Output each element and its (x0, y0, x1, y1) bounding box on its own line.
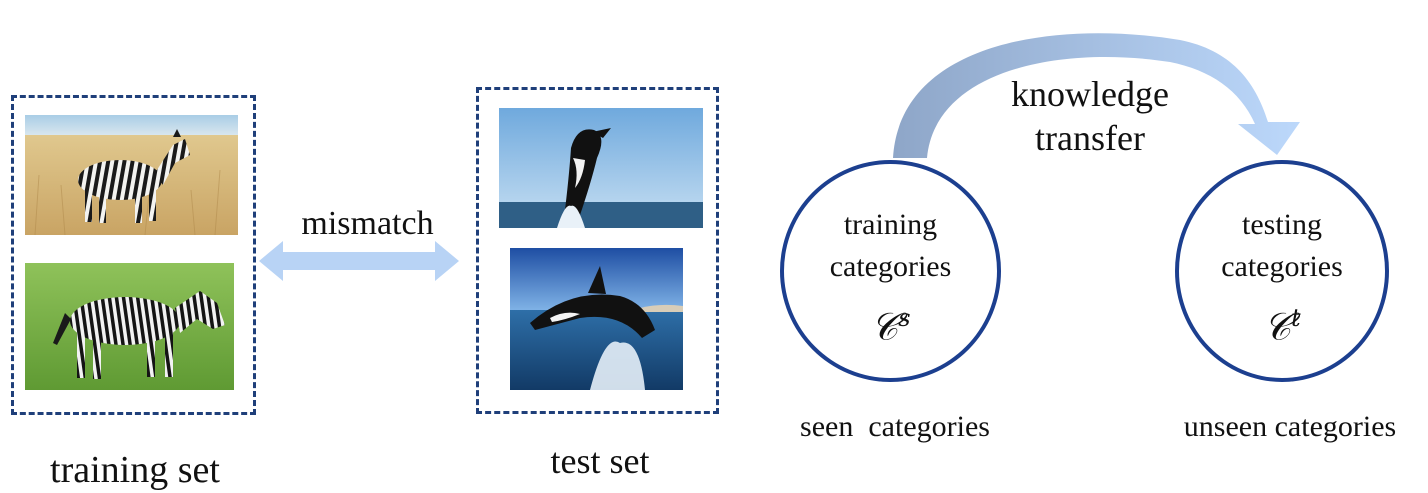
knowledge-transfer-label: knowledge transfer (990, 72, 1190, 160)
mismatch-label: mismatch (301, 205, 434, 242)
test-set-label: test set (550, 441, 650, 481)
training-set-label: training set (50, 449, 220, 491)
testing-categories-text: testing categories (1221, 208, 1343, 283)
orca-photo-breaching (499, 108, 703, 228)
training-set-box (11, 95, 256, 415)
zebra-photo-grassland (25, 115, 238, 235)
testing-categories-circle (1175, 160, 1389, 382)
training-categories-text: training categories (829, 208, 952, 283)
seen-categories-caption: seen categories (800, 410, 990, 443)
unseen-category-symbol: 𝒞t (1263, 304, 1301, 349)
knowledge-word: knowledge (1011, 74, 1169, 114)
unseen-categories-caption: unseen categories (1183, 410, 1397, 443)
test-set-box (476, 87, 719, 414)
training-categories-circle (780, 160, 1001, 382)
zebra-photo-green-field (25, 263, 234, 390)
transfer-word: transfer (1035, 118, 1145, 158)
orca-photo-jumping (510, 248, 683, 390)
seen-category-symbol: 𝒞s (870, 304, 911, 349)
